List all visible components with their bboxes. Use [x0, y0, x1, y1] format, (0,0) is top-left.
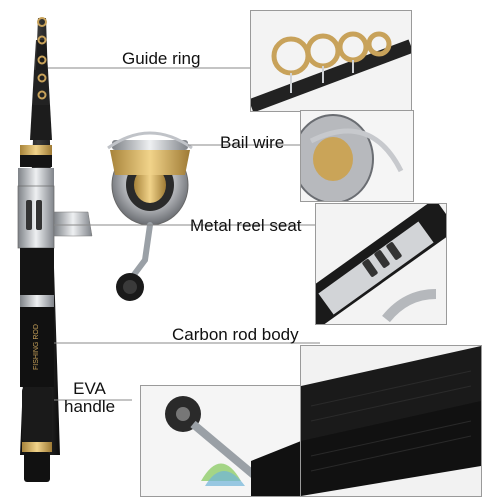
carbon-rod-body-label: Carbon rod body: [172, 325, 299, 344]
bail-wire-label: Bail wire: [220, 133, 285, 152]
guide-ring-closeup: [250, 10, 412, 112]
eva-handle-label-line2: handle: [64, 396, 116, 416]
reel-handle-closeup: [140, 385, 302, 497]
bail-wire-closeup: [300, 110, 414, 202]
svg-text:FISHING ROD: FISHING ROD: [33, 324, 40, 370]
guide-ring-label: Guide ring: [122, 49, 201, 68]
bail-wire-icon: [107, 131, 193, 150]
eva-handle-grip: [22, 387, 52, 442]
eva-handle-label-line1: EVA: [73, 379, 106, 398]
carbon-rod-closeup: [300, 345, 482, 497]
metal-reel-seat-closeup: [315, 203, 447, 325]
spinning-reel: [53, 131, 193, 301]
eva-handle-label: EVA handle: [64, 380, 115, 416]
metal-reel-seat-label: Metal reel seat: [190, 216, 302, 235]
guide-ring-icon: [37, 17, 47, 100]
